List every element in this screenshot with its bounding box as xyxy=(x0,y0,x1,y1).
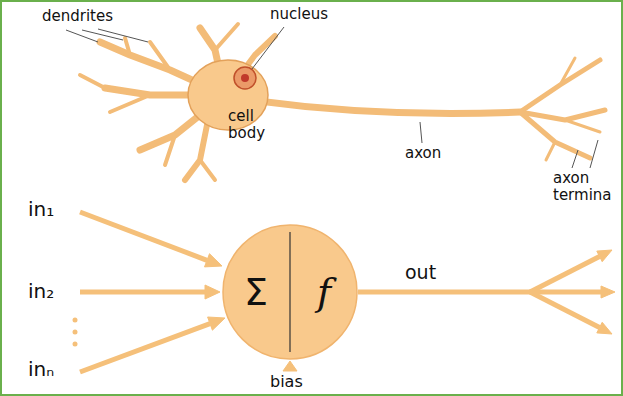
circle-outline xyxy=(222,224,358,360)
input-label: inₙ xyxy=(28,358,54,381)
part-label: cell body xyxy=(228,108,272,141)
input-label: in₁ xyxy=(28,198,54,221)
neuron-circle: Σf xyxy=(222,224,358,360)
nucleolus-dot xyxy=(241,74,249,82)
leader-lines xyxy=(66,27,598,168)
part-label: axon termina xyxy=(553,170,617,203)
circle-half: f xyxy=(290,224,358,360)
part-label: nucleus xyxy=(270,6,328,23)
signal-arrows xyxy=(73,212,616,372)
part-label: dendrites xyxy=(42,8,113,25)
part-label: axon xyxy=(405,145,441,162)
sum-symbol: Σ xyxy=(244,270,268,314)
input-label: in₂ xyxy=(28,280,54,303)
neuron-dendrites xyxy=(80,24,605,180)
nucleus-shape xyxy=(234,67,256,89)
output-label: out xyxy=(405,262,436,284)
bias-label: bias xyxy=(270,373,303,391)
activation-symbol: f xyxy=(317,270,331,314)
circle-half: Σ xyxy=(222,224,290,360)
